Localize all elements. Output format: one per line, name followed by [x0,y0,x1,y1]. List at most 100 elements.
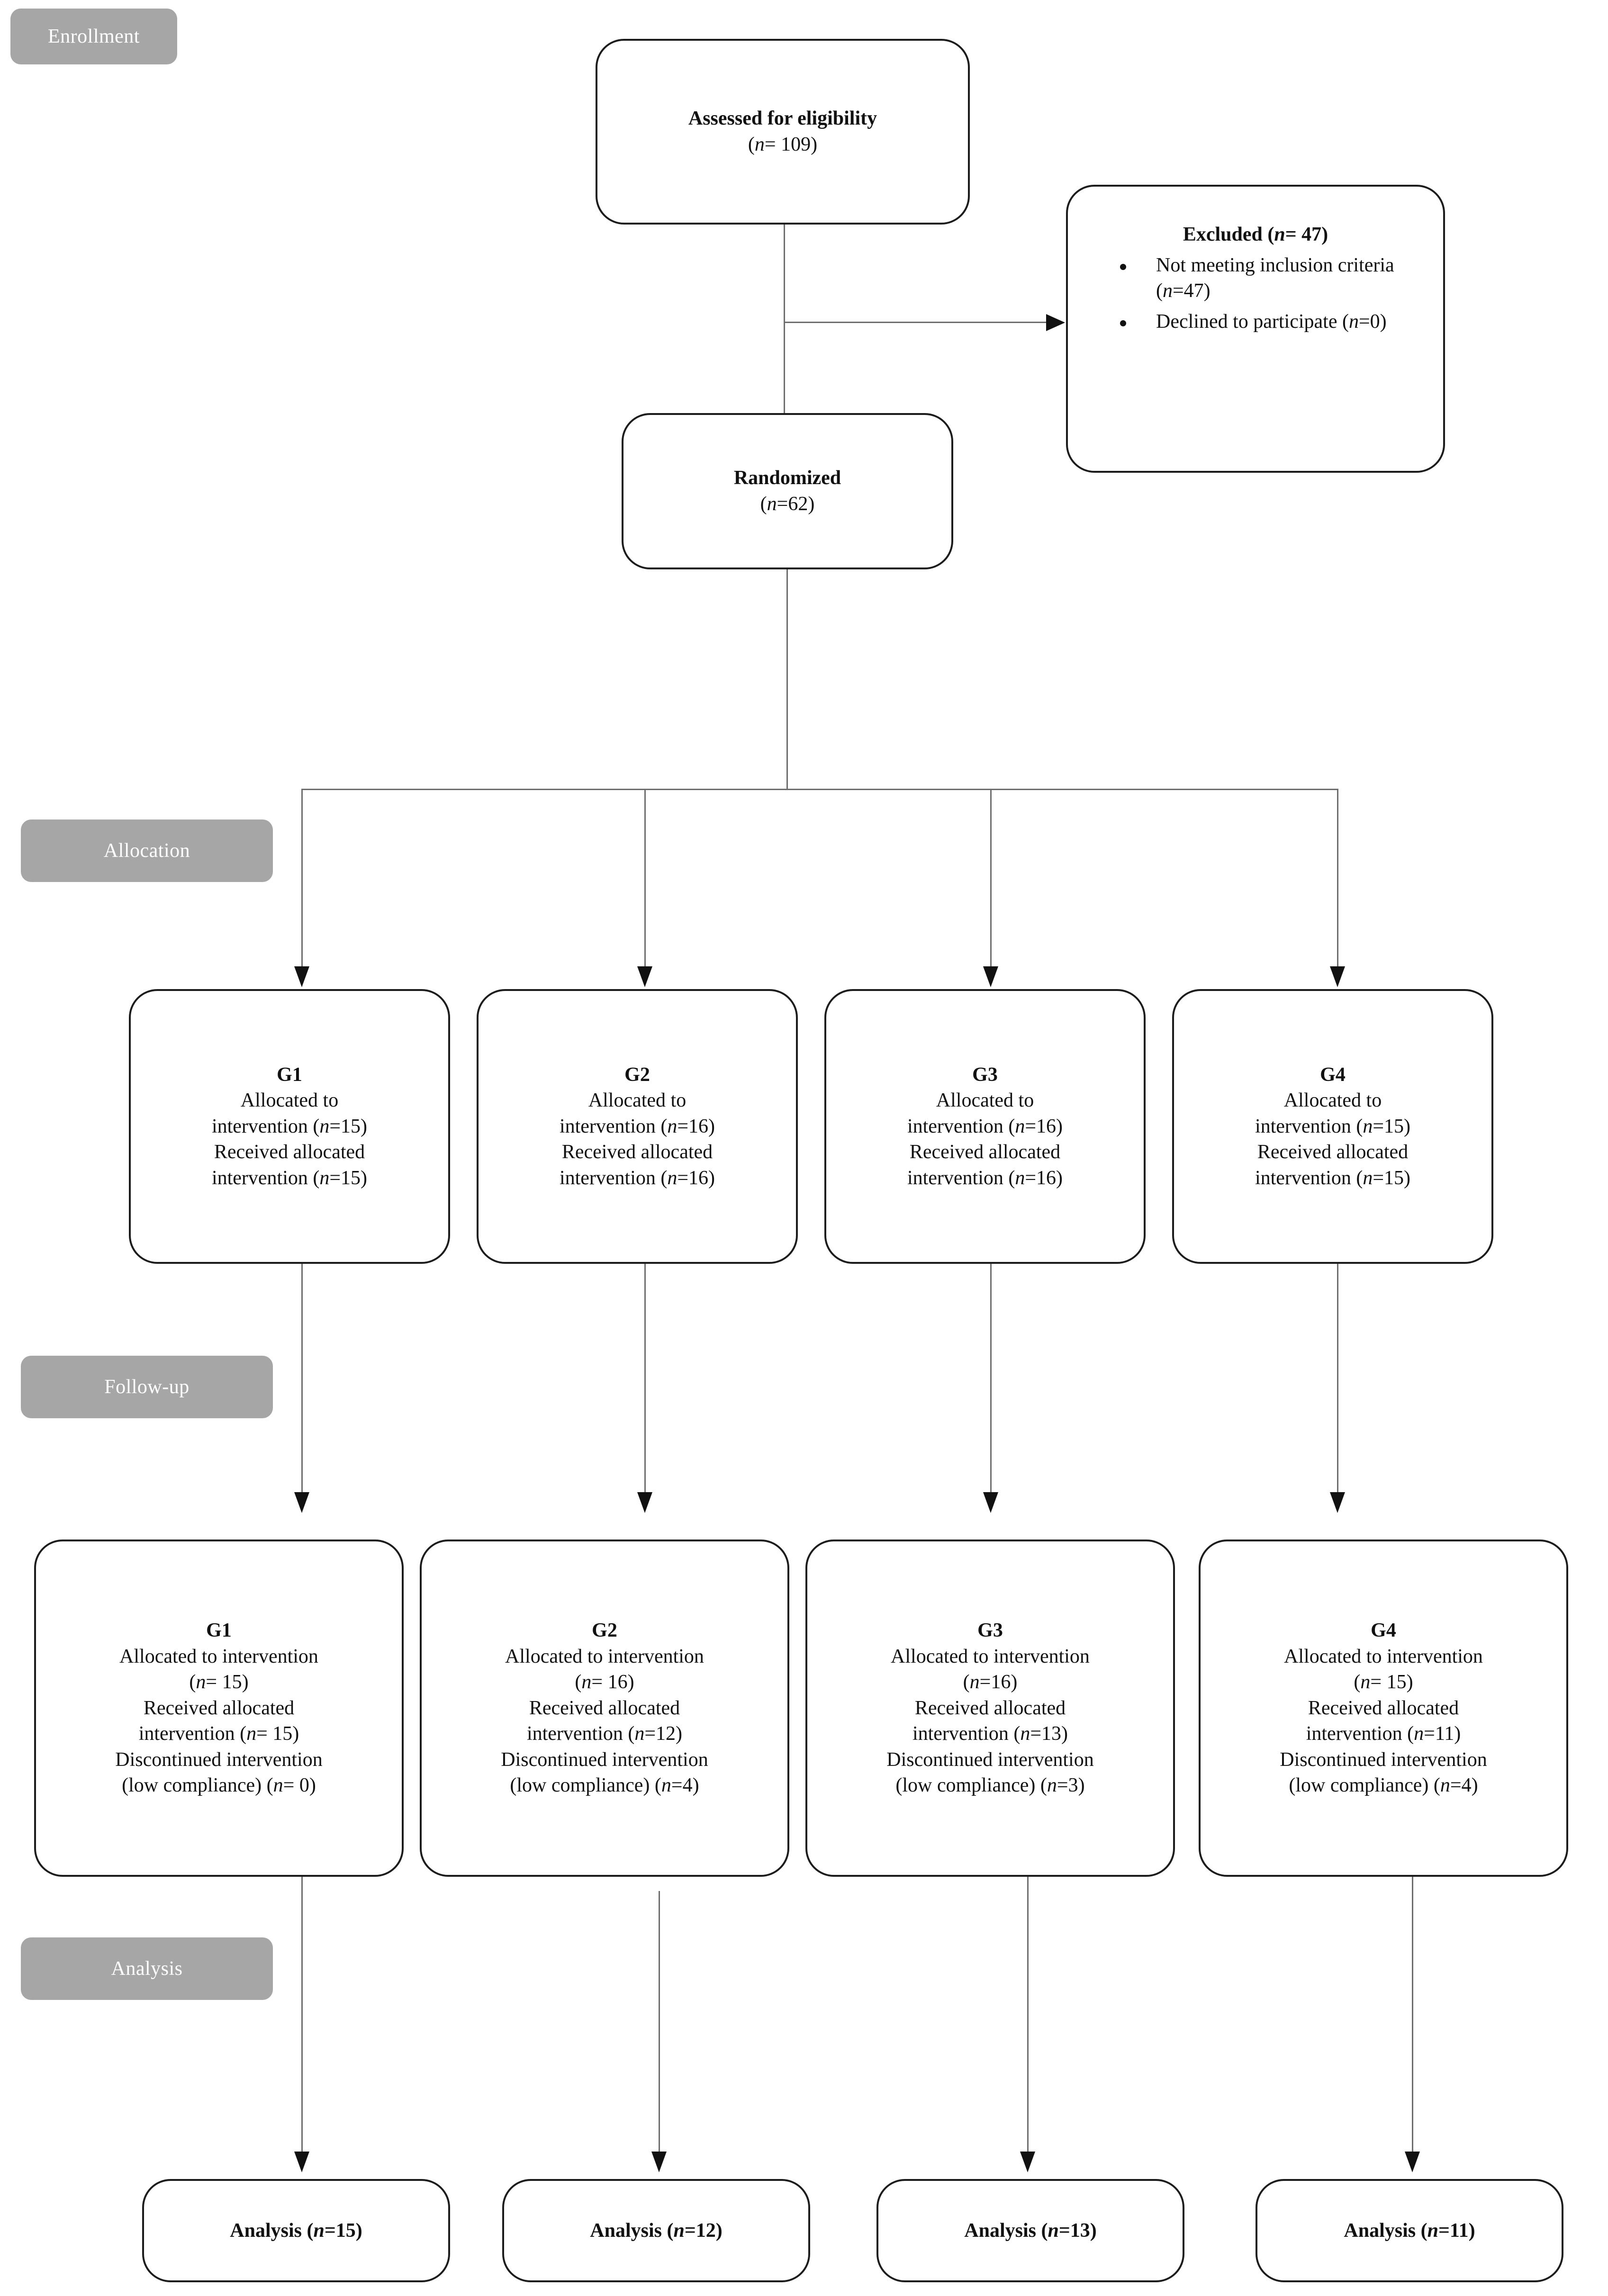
arrowhead-to-analysis-1 [294,2152,309,2172]
connector-g4-alloc-to-followup [1337,1264,1338,1496]
allocation-g1-line3: Received allocated [214,1141,365,1163]
allocation-g2-group: G2 [624,1063,650,1086]
box-assessed-for-eligibility: Assessed for eligibility (n= 109) [596,39,970,225]
analysis-g3-label: Analysis (n=13) [964,2219,1097,2242]
randomized-title: Randomized [733,467,841,489]
excluded-reason-list: Not meeting inclusion criteria (n=47) De… [1084,252,1427,340]
connector-g1-followup-to-analysis [301,1877,303,2156]
analysis-g4-label: Analysis (n=11) [1344,2219,1475,2242]
allocation-g3-line2: intervention (n=16) [907,1115,1063,1137]
box-followup-g3: G3 Allocated to intervention (n=16) Rece… [805,1540,1175,1877]
excluded-header: Excluded (n= 47) [1183,224,1328,245]
arrowhead-to-analysis-3 [1020,2152,1035,2172]
stage-label-enrollment-text: Enrollment [48,26,140,47]
box-allocation-g2: G2 Allocated to intervention (n=16) Rece… [477,989,798,1264]
connector-randomized-down [786,569,788,790]
followup-g4-line1: Allocated to intervention [1284,1645,1483,1667]
stage-label-analysis-text: Analysis [111,1958,183,1980]
arrowhead-to-g4-allocation [1330,966,1345,987]
followup-g3-line5: Discontinued intervention [886,1748,1094,1771]
stage-label-followup: Follow-up [21,1356,273,1418]
connector-g1-alloc-to-followup [301,1264,303,1496]
allocation-g2-line3: Received allocated [561,1141,713,1163]
allocation-g2-line1: Allocated to [588,1089,687,1112]
randomized-count: (n=62) [760,493,815,515]
followup-g4-line5: Discontinued intervention [1280,1748,1487,1771]
allocation-g3-line4: intervention (n=16) [907,1167,1063,1189]
connector-g2-followup-to-analysis [659,1891,660,2156]
followup-g1-line6: (low compliance) (n= 0) [122,1774,316,1797]
stage-label-allocation-text: Allocation [103,840,190,862]
connector-split-to-g1 [301,789,303,970]
box-allocation-g1: G1 Allocated to intervention (n=15) Rece… [129,989,450,1264]
allocation-g2-line4: intervention (n=16) [559,1167,715,1189]
allocation-g4-line2: intervention (n=15) [1255,1115,1411,1137]
allocation-g4-line4: intervention (n=15) [1255,1167,1411,1189]
followup-g2-line1: Allocated to intervention [505,1645,704,1667]
arrowhead-to-g2-allocation [637,966,652,987]
connector-allocation-split-bar [301,789,1338,790]
followup-g1-group: G1 [206,1619,232,1641]
allocation-g1-line2: intervention (n=15) [211,1115,368,1137]
connector-g2-alloc-to-followup [644,1264,646,1496]
allocation-g4-line3: Received allocated [1257,1141,1409,1163]
arrowhead-to-analysis-2 [651,2152,667,2172]
box-excluded: Excluded (n= 47) Not meeting inclusion c… [1066,185,1445,473]
followup-g2-line2: (n= 16) [575,1671,634,1693]
box-followup-g1: G1 Allocated to intervention (n= 15) Rec… [34,1540,404,1877]
followup-g3-line6: (low compliance) (n=3) [895,1774,1085,1797]
arrowhead-to-g3-allocation [983,966,998,987]
followup-g3-line2: (n=16) [963,1671,1018,1693]
allocation-g3-line1: Allocated to [936,1089,1034,1112]
box-followup-g4: G4 Allocated to intervention (n= 15) Rec… [1199,1540,1568,1877]
followup-g1-line5: Discontinued intervention [115,1748,323,1771]
followup-g4-line2: (n= 15) [1354,1671,1413,1693]
followup-g4-group: G4 [1371,1619,1396,1641]
connector-split-to-g3 [990,789,992,970]
followup-g2-group: G2 [592,1619,617,1641]
analysis-g1-label: Analysis (n=15) [230,2219,362,2242]
followup-g3-line4: intervention (n=13) [912,1723,1068,1745]
eligibility-title: Assessed for eligibility [688,108,877,130]
connector-eligibility-to-randomized [784,225,785,413]
box-allocation-g4: G4 Allocated to intervention (n=15) Rece… [1172,989,1493,1264]
connector-g4-followup-to-analysis [1412,1877,1413,2156]
allocation-g3-group: G3 [972,1063,998,1086]
arrowhead-to-g3-followup [983,1492,998,1513]
connector-g3-alloc-to-followup [990,1264,992,1496]
list-item: Not meeting inclusion criteria (n=47) [1103,252,1427,304]
followup-g2-line4: intervention (n=12) [526,1723,683,1745]
box-analysis-g4: Analysis (n=11) [1256,2179,1563,2282]
eligibility-count: (n= 109) [748,134,818,155]
stage-label-analysis: Analysis [21,1937,273,2000]
allocation-g1-group: G1 [277,1063,302,1086]
box-allocation-g3: G3 Allocated to intervention (n=16) Rece… [824,989,1146,1264]
followup-g1-line2: (n= 15) [189,1671,249,1693]
followup-g3-line3: Received allocated [914,1697,1066,1719]
connector-g3-followup-to-analysis [1027,1877,1029,2156]
followup-g2-line6: (low compliance) (n=4) [510,1774,699,1797]
arrowhead-to-g4-followup [1330,1492,1345,1513]
connector-split-to-g2 [644,789,646,970]
followup-g1-line4: intervention (n= 15) [138,1723,299,1745]
connector-eligibility-to-excluded [784,322,1047,323]
allocation-g3-line3: Received allocated [909,1141,1061,1163]
arrowhead-to-g1-followup [294,1492,309,1513]
allocation-g1-line4: intervention (n=15) [211,1167,368,1189]
arrowhead-to-g1-allocation [294,966,309,987]
stage-label-enrollment: Enrollment [10,9,177,64]
followup-g4-line3: Received allocated [1308,1697,1459,1719]
box-analysis-g2: Analysis (n=12) [502,2179,810,2282]
box-followup-g2: G2 Allocated to intervention (n= 16) Rec… [420,1540,789,1877]
allocation-g1-line1: Allocated to [240,1089,339,1112]
followup-g4-line6: (low compliance) (n=4) [1289,1774,1478,1797]
arrowhead-to-analysis-4 [1405,2152,1420,2172]
stage-label-allocation: Allocation [21,819,273,882]
arrowhead-to-g2-followup [637,1492,652,1513]
connector-split-to-g4 [1337,789,1338,970]
followup-g2-line5: Discontinued intervention [501,1748,708,1771]
followup-g1-line3: Received allocated [143,1697,295,1719]
followup-g3-group: G3 [977,1619,1003,1641]
list-item: Declined to participate (n=0) [1103,309,1427,335]
box-analysis-g3: Analysis (n=13) [876,2179,1184,2282]
